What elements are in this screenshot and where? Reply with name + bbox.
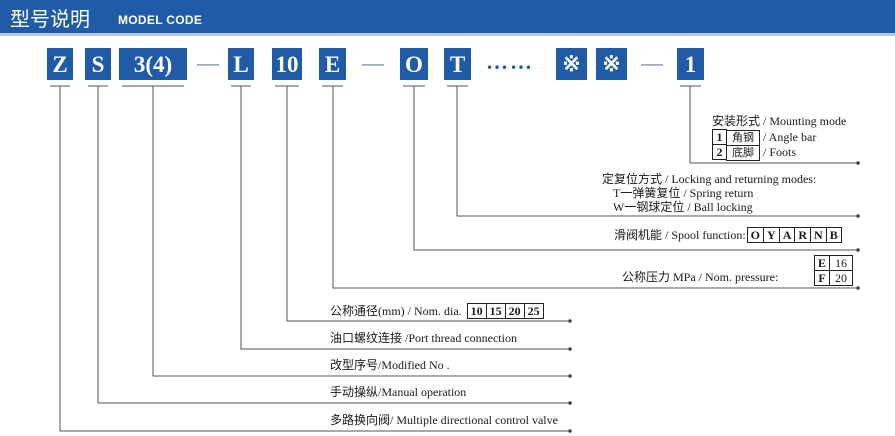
diameter-row: 公称通径(mm) / Nom. dia. 10 15 20 25: [330, 303, 544, 319]
code-box-modified: 3(4): [119, 48, 187, 80]
code-box-spool: O: [400, 48, 428, 80]
code-box-mounting: 1: [677, 48, 704, 80]
code-box-diameter: 10: [272, 48, 302, 80]
mounting-name: 底脚: [726, 145, 760, 161]
code-box-series: Z: [47, 48, 73, 80]
separator: —: [362, 50, 384, 75]
spool-option: Y: [763, 227, 780, 243]
modified-label: 改型序号/Modified No .: [330, 358, 450, 372]
pressure-code: E: [814, 255, 830, 271]
separator: —: [641, 50, 663, 75]
spool-option: R: [794, 227, 812, 243]
locking-ball: W一钢球定位 / Ball locking: [613, 200, 753, 214]
diameter-option: 20: [504, 303, 525, 319]
locking-spring-return: T一弹簧复位 / Spring return: [613, 186, 754, 200]
diameter-option: 25: [523, 303, 544, 319]
port-label: 油口螺纹连接 /Port thread connection: [330, 331, 517, 345]
manual-label: 手动操纵/Manual operation: [330, 385, 467, 399]
mounting-code: 1: [712, 129, 727, 145]
pressure-label: 公称压力 MPa / Nom. pressure:: [622, 270, 779, 284]
code-box-port: L: [228, 48, 254, 80]
mounting-desc: / Angle bar: [763, 130, 817, 144]
pressure-code: F: [814, 270, 830, 286]
valve-label: 多路换向阀/ Multiple directional control valv…: [330, 413, 558, 427]
header-banner: 型号说明 MODEL CODE: [0, 0, 895, 33]
spool-option: O: [746, 227, 765, 243]
diameter-label: 公称通径(mm) / Nom. dia.: [330, 304, 462, 318]
mounting-desc: / Foots: [763, 145, 797, 159]
header-title-en: MODEL CODE: [118, 13, 203, 27]
code-box-locking: T: [444, 48, 471, 80]
ellipsis-dots: ……: [486, 49, 534, 74]
locking-title: 定复位方式 / Locking and returning modes:: [602, 172, 817, 186]
spool-function-row: 滑阀机能 / Spool function: O Y A R N B: [614, 227, 842, 243]
diameter-option: 15: [485, 303, 506, 319]
pressure-value: 16: [829, 255, 853, 271]
code-box-option: ※: [596, 48, 627, 80]
pressure-value: 20: [829, 270, 853, 286]
code-box-option: ※: [556, 48, 587, 80]
code-box-manual: S: [85, 48, 111, 80]
diameter-option: 10: [466, 303, 487, 319]
mounting-code: 2: [712, 144, 727, 160]
header-title-zh: 型号说明: [10, 7, 90, 31]
spool-label: 滑阀机能 / Spool function:: [614, 228, 746, 242]
mounting-title: 安装形式 / Mounting mode: [712, 114, 847, 128]
spool-option: B: [825, 227, 842, 243]
spool-option: N: [810, 227, 827, 243]
code-box-pressure: E: [319, 48, 346, 80]
separator: —: [197, 50, 219, 75]
spool-option: A: [778, 227, 796, 243]
header-underline: [0, 33, 895, 36]
